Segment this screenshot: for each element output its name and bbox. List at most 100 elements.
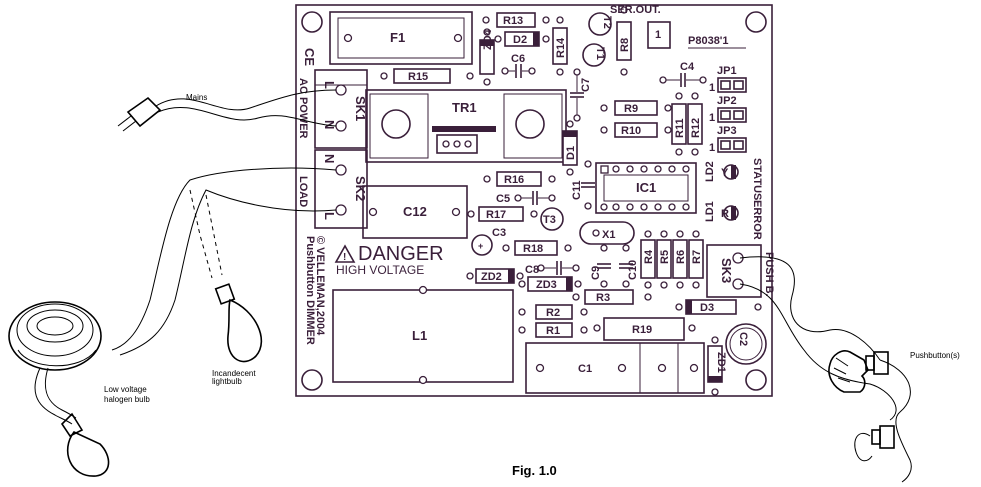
label-r18: R18 (523, 243, 543, 255)
resistor-r8: R8 (616, 6, 632, 76)
label-zd4: ZD4 (482, 28, 494, 50)
label-r13: R13 (503, 15, 523, 27)
resistor-r19: R19 (593, 317, 696, 341)
label-t3: T3 (543, 214, 556, 226)
mount-hole-bl (301, 369, 323, 391)
label-r17: R17 (486, 209, 506, 221)
label-y: Y (721, 167, 729, 179)
label-d2: D2 (513, 34, 527, 46)
led-ld2: LD2 Y (704, 161, 739, 182)
label-r16: R16 (504, 174, 524, 186)
incandescent-dashed-2 (189, 189, 213, 279)
label-x1: X1 (602, 229, 615, 241)
label-r2: R2 (546, 307, 560, 319)
resistor-r9: R9 (600, 100, 672, 116)
label-jp3: JP3 (717, 125, 737, 137)
terminal-sk2: SK2 N L (314, 149, 368, 229)
label-r5: R5 (659, 250, 671, 264)
capacitor-c1: C1 (525, 342, 705, 394)
sk2-n: N (322, 154, 337, 163)
jp1-pin: 1 (709, 82, 715, 94)
sk1-n: N (322, 120, 337, 129)
zener-zd3: ZD3 (518, 276, 582, 292)
label-ld1: LD1 (704, 201, 716, 222)
label-zd1: ZD1 (715, 352, 727, 373)
pushbutton-cord-2 (739, 283, 897, 421)
resistor-r18: R18 (502, 240, 572, 256)
label-r: R (721, 208, 729, 220)
resistor-r3: R3 (572, 289, 652, 305)
label-r9: R9 (624, 103, 638, 115)
capacitor-c3: C3 + (471, 227, 506, 256)
incandescent-bulb (214, 283, 263, 363)
terminal-sk1: SK1 L N (314, 69, 368, 149)
label-ac-power: AC POWER (297, 78, 309, 139)
resistor-r11: R11 (671, 92, 687, 156)
label-push-b: PUSH B. (763, 252, 775, 297)
label-c1: C1 (578, 363, 592, 375)
resistor-r13: R13 (482, 12, 550, 28)
label-r14: R14 (555, 37, 567, 58)
capacitor-c6: C6 (501, 53, 536, 78)
label-r3: R3 (596, 292, 610, 304)
resistor-r12: R12 (687, 92, 703, 156)
fuse-f1: F1 (329, 11, 473, 65)
load-cord-2 (119, 189, 337, 356)
halogen-label-2: halogen bulb (104, 395, 150, 404)
danger-warning: ! DANGER HIGH VOLTAGE (334, 243, 444, 277)
label-c7: C7 (580, 78, 592, 92)
mains-plug (117, 89, 337, 132)
label-jp2: JP2 (717, 95, 737, 107)
label-c12: C12 (403, 204, 427, 219)
label-r8: R8 (619, 38, 631, 52)
transistor-t2: T2 (588, 12, 613, 36)
jp2-pin: 1 (709, 112, 715, 124)
board-code: P8038'1 (688, 35, 729, 47)
label-c5: C5 (496, 193, 510, 205)
footer-product: Pushbutton DIMMER (304, 236, 316, 345)
label-r1: R1 (546, 325, 560, 337)
diode-d3: D3 (675, 299, 762, 315)
jumper-jp3: JP3 1 (709, 125, 747, 154)
jp3-pin: 1 (709, 142, 715, 154)
diode-d2: D2 (494, 31, 550, 47)
danger-text: DANGER (358, 243, 444, 265)
label-d1: D1 (565, 146, 577, 160)
label-zd2: ZD2 (481, 271, 502, 283)
led-ld1: LD1 R (704, 201, 739, 222)
label-sk2: SK2 (353, 176, 368, 201)
halogen-transformer (8, 301, 102, 371)
label-c8: C8 (525, 264, 539, 276)
transistor-t3: T3 (540, 207, 564, 231)
label-r7: R7 (691, 250, 703, 264)
label-r6: R6 (675, 250, 687, 264)
crystal-x1: X1 (579, 221, 635, 245)
label-ic1: IC1 (636, 180, 656, 195)
zener-zd1: ZD1 (707, 336, 727, 396)
pushbutton-cord-1 (739, 256, 881, 361)
mount-hole-br (745, 369, 767, 391)
label-c3: C3 (492, 227, 506, 239)
pushbutton-2 (854, 425, 895, 462)
sk1-l: L (322, 81, 337, 89)
connector-ser-out: SER.OUT. 1 (610, 4, 671, 49)
label-sk1: SK1 (353, 96, 368, 121)
resistor-r14: R14 (552, 16, 568, 76)
transistor-t1: T1 (582, 43, 606, 67)
label-f1: F1 (390, 30, 405, 45)
mount-hole-tl (301, 11, 323, 33)
halogen-cord-2 (44, 367, 77, 419)
triac-tr1: TR1 (365, 89, 567, 163)
sk2-l: L (322, 212, 337, 220)
capacitor-c7: C7 (570, 68, 592, 122)
svg-text:+: + (478, 241, 483, 251)
resistor-r10: R10 (600, 122, 672, 138)
halogen-cord-1 (34, 367, 73, 425)
label-r4: R4 (643, 249, 655, 264)
footer-copyright: © VELLEMAN,2004 (314, 236, 326, 336)
label-error: ERROR (751, 200, 763, 240)
capacitor-c2: C2 (725, 323, 767, 365)
svg-text:!: ! (343, 252, 346, 263)
board-outline (295, 4, 773, 397)
